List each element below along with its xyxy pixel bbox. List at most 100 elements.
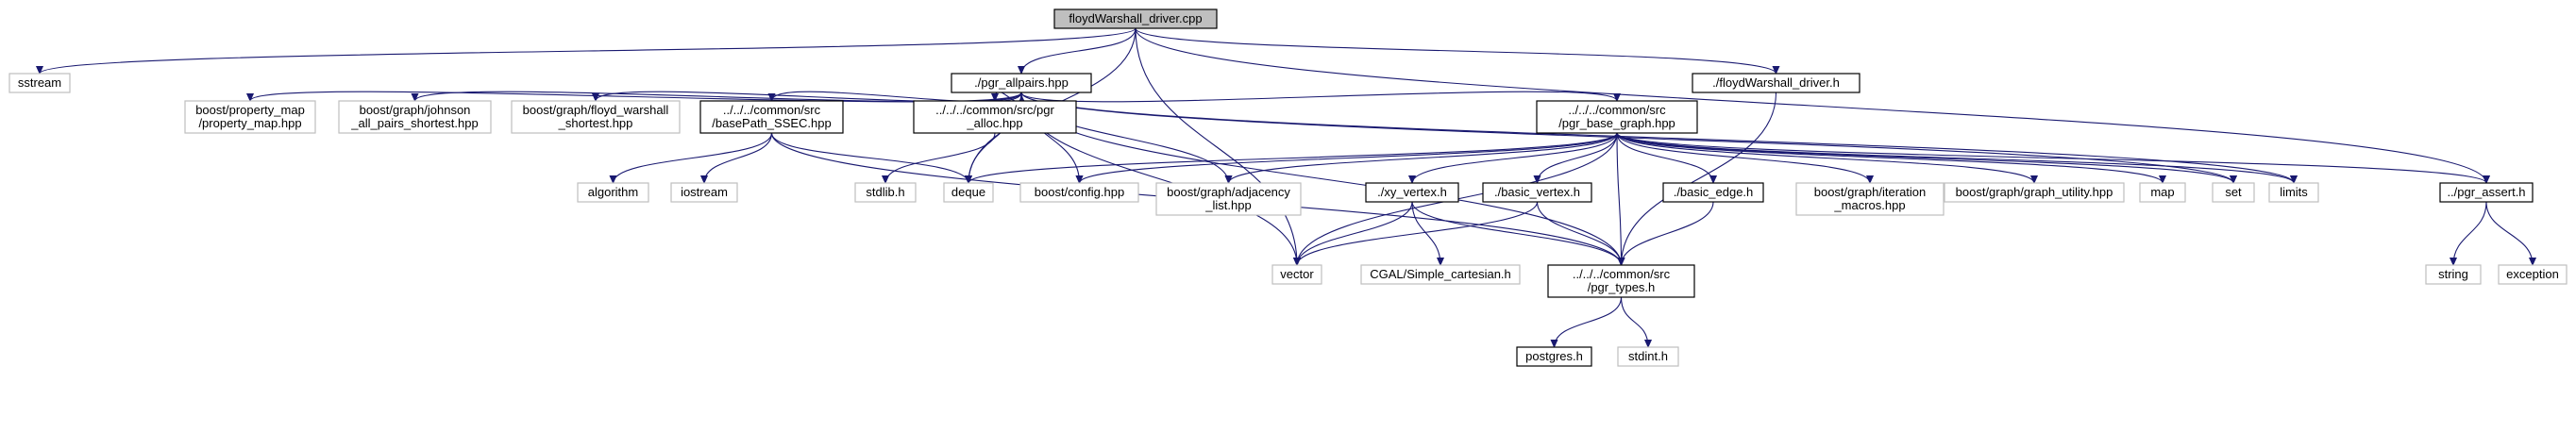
node-pgr-allpairs[interactable]: ./pgr_allpairs.hpp [951,73,1092,93]
edge-basePath_SSEC-to-deque [770,132,969,183]
edge-pgr_base_graph-to-iteration_macros [1616,132,1870,183]
edge-pgr_assert-to-string [2453,201,2487,265]
edge-pgr_base_graph-to-map [1616,132,2163,183]
node-pgr-assert[interactable]: ../pgr_assert.h [2439,182,2534,203]
node-box [1516,346,1592,367]
node-label: map [2150,185,2174,199]
node-pgr-base-graph[interactable]: ../../../common/src/pgr_base_graph.hpp [1536,100,1698,134]
node-label: ./floydWarshall_driver.h [1712,75,1840,90]
edge-root-to-vector [1135,27,1297,265]
edge-root-to-floydWarshall_driver_h [1135,27,1776,74]
node-postgres[interactable]: postgres.h [1516,346,1592,367]
edge-pgr_allpairs-to-pgr_types [1020,92,1622,265]
node-label: boost/graph/iteration [1814,185,1927,199]
node-basic-vertex[interactable]: ./basic_vertex.h [1482,182,1592,203]
node-label: sstream [18,75,61,90]
node-pgr-alloc[interactable]: ../../../common/src/pgr_alloc.hpp [913,100,1077,134]
node-label: boost/config.hpp [1035,185,1124,199]
node-map: map [2139,182,2186,203]
node-string: string [2425,264,2482,285]
edge-root-to-pgr_assert [1135,27,2486,183]
node-label: ./basic_vertex.h [1494,185,1580,199]
node-box [1944,182,2125,203]
node-box [1617,346,1679,367]
node-box [670,182,738,203]
node-label: vector [1280,267,1314,281]
node-box [1662,182,1764,203]
edge-basePath_SSEC-to-algorithm [614,132,773,183]
edge-basic_edge-to-pgr_types [1622,201,1714,265]
node-graph-utility: boost/graph/graph_utility.hpp [1944,182,2125,203]
node-stdint: stdint.h [1617,346,1679,367]
edge-pgr_base_graph-to-deque [968,132,1618,183]
edge-root-to-sstream [40,27,1136,74]
node-label: /pgr_base_graph.hpp [1558,116,1675,130]
node-basePath-SSEC[interactable]: ../../../common/src/basePath_SSEC.hpp [699,100,844,134]
edge-pgr_allpairs-to-pgr_base_graph [1020,91,1617,103]
node-label: _macros.hpp [1833,198,1905,212]
node-box [2139,182,2186,203]
node-box [854,182,917,203]
edge-floydWarshall_driver_h-to-pgr_types [1622,92,1777,265]
node-box [1271,264,1322,285]
node-label: _alloc.hpp [966,116,1022,130]
node-johnson: boost/graph/johnson_all_pairs_shortest.h… [338,100,492,134]
dependency-edges [40,27,2533,347]
node-box [511,100,681,134]
edge-pgr_base_graph-to-boost_config [1080,132,1618,183]
edge-pgr_base_graph-to-graph_utility [1616,132,2034,183]
node-box [1536,100,1698,134]
node-box [1795,182,1945,216]
node-simple-cartesian: CGAL/Simple_cartesian.h [1360,264,1521,285]
edge-pgr_allpairs-to-basePath_SSEC [772,91,1022,103]
edge-xy_vertex-to-simple_cartesian [1411,201,1440,265]
node-iostream: iostream [670,182,738,203]
node-deque: deque [943,182,994,203]
node-pgr-types[interactable]: ../../../common/src/pgr_types.h [1547,264,1695,298]
node-box [2268,182,2319,203]
edge-pgr_allpairs-to-floyd_warshall [596,91,1022,103]
node-xy-vertex[interactable]: ./xy_vertex.h [1365,182,1459,203]
node-box [943,182,994,203]
node-basic-edge[interactable]: ./basic_edge.h [1662,182,1764,203]
node-label: _all_pairs_shortest.hpp [350,116,478,130]
node-label: ./basic_edge.h [1674,185,1754,199]
node-box [1053,8,1218,29]
node-label: boost/graph/graph_utility.hpp [1956,185,2113,199]
node-label: CGAL/Simple_cartesian.h [1370,267,1511,281]
node-box [338,100,492,134]
edge-pgr_allpairs-to-limits [1020,92,2294,183]
node-label: _shortest.hpp [558,116,633,130]
node-label: boost/property_map [195,103,305,117]
node-label: stdint.h [1628,349,1668,363]
node-label: limits [2280,185,2308,199]
node-label: ../../../common/src/pgr [935,103,1054,117]
node-label: iostream [681,185,728,199]
node-floydWarshall-driver-h[interactable]: ./floydWarshall_driver.h [1692,73,1860,93]
node-box [8,73,71,93]
node-box [184,100,316,134]
node-limits: limits [2268,182,2319,203]
node-algorithm: algorithm [577,182,649,203]
node-set: set [2212,182,2255,203]
edge-xy_vertex-to-vector [1297,201,1413,265]
node-label: boost/graph/adjacency [1167,185,1290,199]
node-box [1692,73,1860,93]
node-label: stdlib.h [866,185,904,199]
edge-pgr_base_graph-to-basic_edge [1616,132,1713,183]
edge-root-to-pgr_allpairs [1021,27,1136,74]
node-root[interactable]: floydWarshall_driver.cpp [1053,8,1218,29]
node-stdlib: stdlib.h [854,182,917,203]
node-box [1019,182,1139,203]
node-label: postgres.h [1525,349,1583,363]
edge-basic_vertex-to-pgr_types [1536,201,1622,265]
node-label: deque [951,185,985,199]
node-box [913,100,1077,134]
edge-pgr_base_graph-to-limits [1616,132,2294,183]
node-box [2425,264,2482,285]
edge-pgr_alloc-to-stdlib [885,132,996,183]
node-vector: vector [1271,264,1322,285]
node-label: boost/graph/johnson [360,103,471,117]
